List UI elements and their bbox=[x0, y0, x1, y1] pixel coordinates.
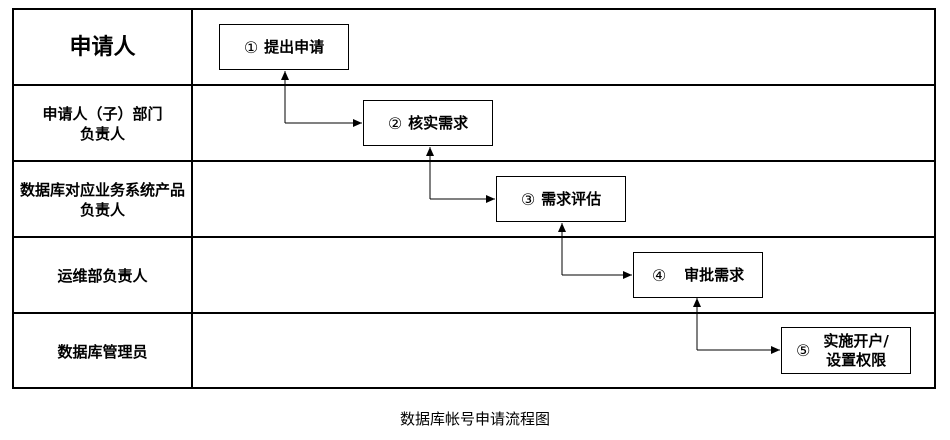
step-number: ③ bbox=[520, 189, 536, 209]
step-label: 审批需求 bbox=[684, 265, 745, 284]
step-number: ④ bbox=[651, 265, 667, 285]
lane-label-ops-head: 运维部负责人 bbox=[57, 267, 148, 285]
step-label: 提出申请 bbox=[264, 37, 325, 56]
step-open-account: ⑤ 实施开户/设置权限 bbox=[781, 327, 911, 374]
step-verify-requirement: ② 核实需求 bbox=[363, 100, 493, 146]
step-approve-requirement: ④ 审批需求 bbox=[633, 252, 763, 298]
lane-label-product-owner: 数据库对应业务系统产品负责人 bbox=[20, 181, 186, 219]
connector-1-2 bbox=[281, 71, 362, 127]
step-number: ② bbox=[387, 113, 403, 133]
lane-label-dept-head: 申请人（子）部门负责人 bbox=[42, 105, 163, 143]
connector-4-5 bbox=[693, 298, 780, 354]
lane-label-applicant: 申请人 bbox=[69, 35, 136, 60]
step-label: 需求评估 bbox=[541, 189, 602, 208]
connector-3-4 bbox=[558, 223, 632, 279]
step-submit-application: ① 提出申请 bbox=[219, 24, 349, 70]
lane-label-dba: 数据库管理员 bbox=[57, 342, 148, 361]
step-number: ① bbox=[243, 37, 259, 57]
swimlane-frame bbox=[12, 8, 936, 389]
figure-caption: 数据库帐号申请流程图 bbox=[399, 410, 550, 428]
step-label: 实施开户/设置权限 bbox=[823, 331, 889, 369]
connector-2-3 bbox=[426, 147, 495, 203]
step-number: ⑤ bbox=[796, 341, 811, 360]
step-label: 核实需求 bbox=[408, 113, 469, 132]
step-evaluate-requirement: ③ 需求评估 bbox=[496, 176, 626, 222]
